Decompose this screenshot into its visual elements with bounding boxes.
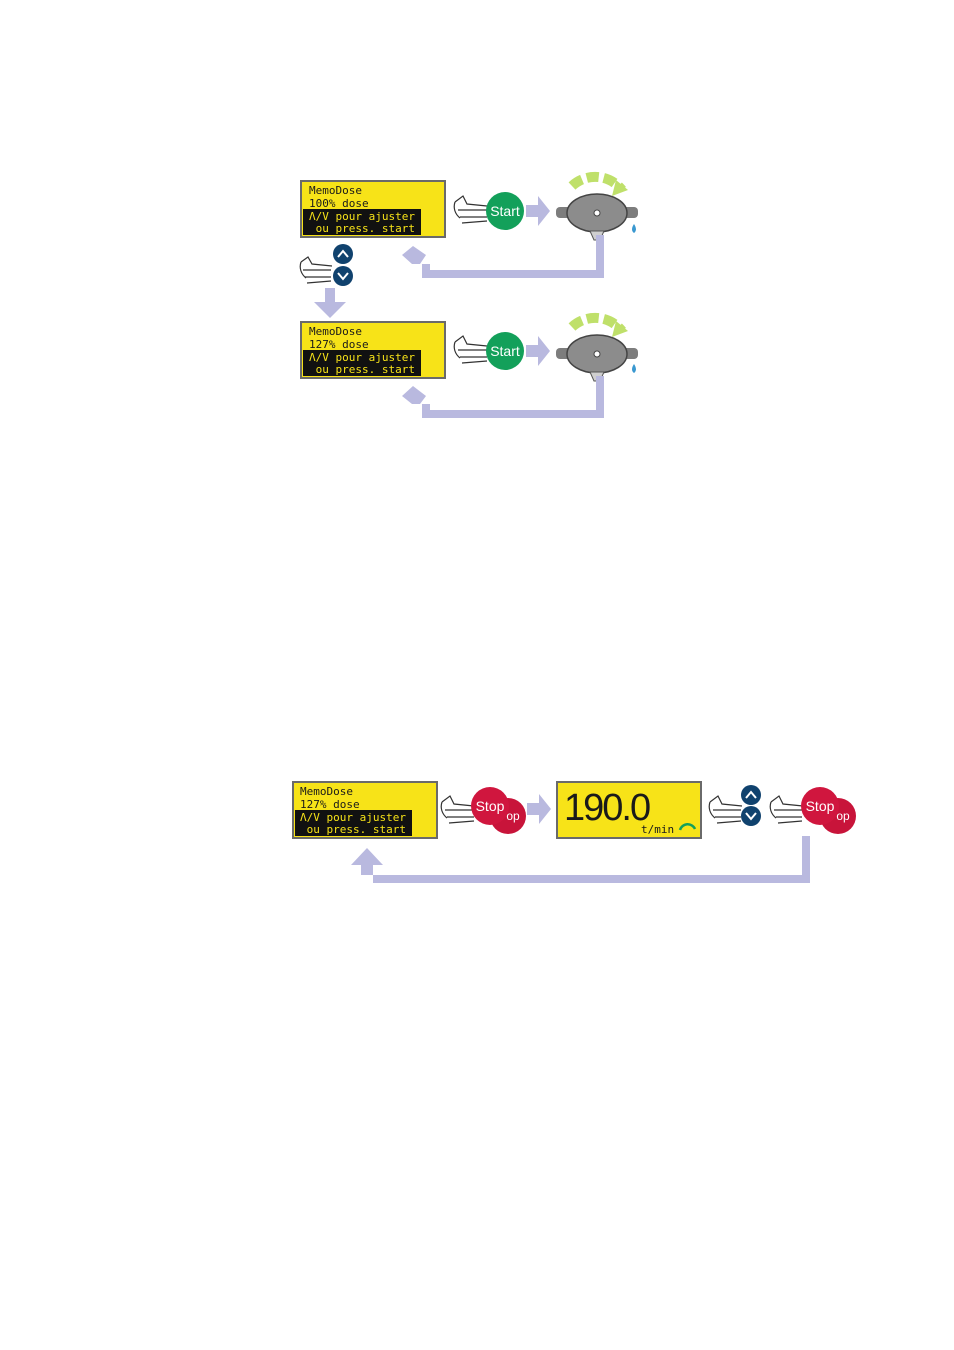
finger-press-icon bbox=[708, 795, 743, 824]
finger-press-icon bbox=[299, 256, 333, 284]
flow-arrow-down bbox=[314, 288, 346, 318]
lcd-screen-100-percent: MemoDose 100% dose Λ/V pour ajuster ou p… bbox=[300, 180, 446, 238]
start-button: Start bbox=[486, 332, 524, 370]
lcd-line-title: MemoDose bbox=[309, 184, 362, 197]
lcd-line-title: MemoDose bbox=[300, 785, 353, 798]
lcd-speed-screen: 190.0 t/min bbox=[556, 781, 702, 839]
finger-press-icon bbox=[440, 795, 475, 824]
lcd-line-dose: 100% dose bbox=[309, 197, 369, 210]
lcd-line-hint-2: ou press. start bbox=[300, 823, 406, 836]
start-label: Start bbox=[490, 343, 520, 359]
down-arrow-button-icon bbox=[333, 266, 353, 286]
lcd-screen-127-percent: MemoDose 127% dose Λ/V pour ajuster ou p… bbox=[292, 781, 438, 839]
flow-arrow-right bbox=[526, 336, 550, 366]
up-arrow-button-icon bbox=[333, 244, 353, 264]
return-arrow-stop bbox=[351, 836, 810, 883]
lcd-line-dose: 127% dose bbox=[300, 798, 360, 811]
lcd-line-hint: Λ/V pour ajuster bbox=[300, 811, 406, 824]
lcd-screen-127-percent: MemoDose 127% dose Λ/V pour ajuster ou p… bbox=[300, 321, 446, 379]
speed-value: 190.0 bbox=[564, 787, 650, 829]
stop-label-shadow: op bbox=[836, 809, 850, 823]
stop-button: Stop op bbox=[471, 787, 526, 834]
lcd-line-hint: Λ/V pour ajuster bbox=[309, 351, 415, 364]
memodose-stop-diagram: MemoDose 127% dose Λ/V pour ajuster ou p… bbox=[292, 781, 856, 883]
drop-icon bbox=[632, 224, 636, 233]
pump-head-icon bbox=[556, 312, 638, 382]
finger-press-icon bbox=[453, 335, 488, 364]
up-arrow-button-icon bbox=[741, 785, 761, 805]
return-arrow-2 bbox=[402, 376, 604, 418]
finger-press-icon bbox=[453, 195, 488, 224]
finger-press-icon bbox=[769, 795, 804, 824]
stop-button: Stop op bbox=[801, 787, 856, 834]
lcd-line-hint-2: ou press. start bbox=[309, 222, 415, 235]
start-label: Start bbox=[490, 203, 520, 219]
drop-icon bbox=[632, 364, 636, 373]
lcd-line-title: MemoDose bbox=[309, 325, 362, 338]
stop-label-shadow: op bbox=[506, 809, 520, 823]
lcd-line-dose: 127% dose bbox=[309, 338, 369, 351]
stop-label: Stop bbox=[476, 798, 505, 814]
rotation-icon bbox=[678, 823, 697, 831]
memodose-adjust-diagram: MemoDose 100% dose Λ/V pour ajuster ou p… bbox=[299, 171, 638, 418]
lcd-line-hint-2: ou press. start bbox=[309, 363, 415, 376]
flow-arrow-right bbox=[526, 196, 550, 226]
down-arrow-button-icon bbox=[741, 806, 761, 826]
pump-head-icon bbox=[556, 171, 638, 241]
lcd-line-hint: Λ/V pour ajuster bbox=[309, 210, 415, 223]
stop-label: Stop bbox=[806, 798, 835, 814]
start-button: Start bbox=[486, 192, 524, 230]
speed-unit: t/min bbox=[641, 823, 674, 836]
flow-arrow-right bbox=[527, 794, 551, 824]
return-arrow-1 bbox=[402, 235, 604, 278]
